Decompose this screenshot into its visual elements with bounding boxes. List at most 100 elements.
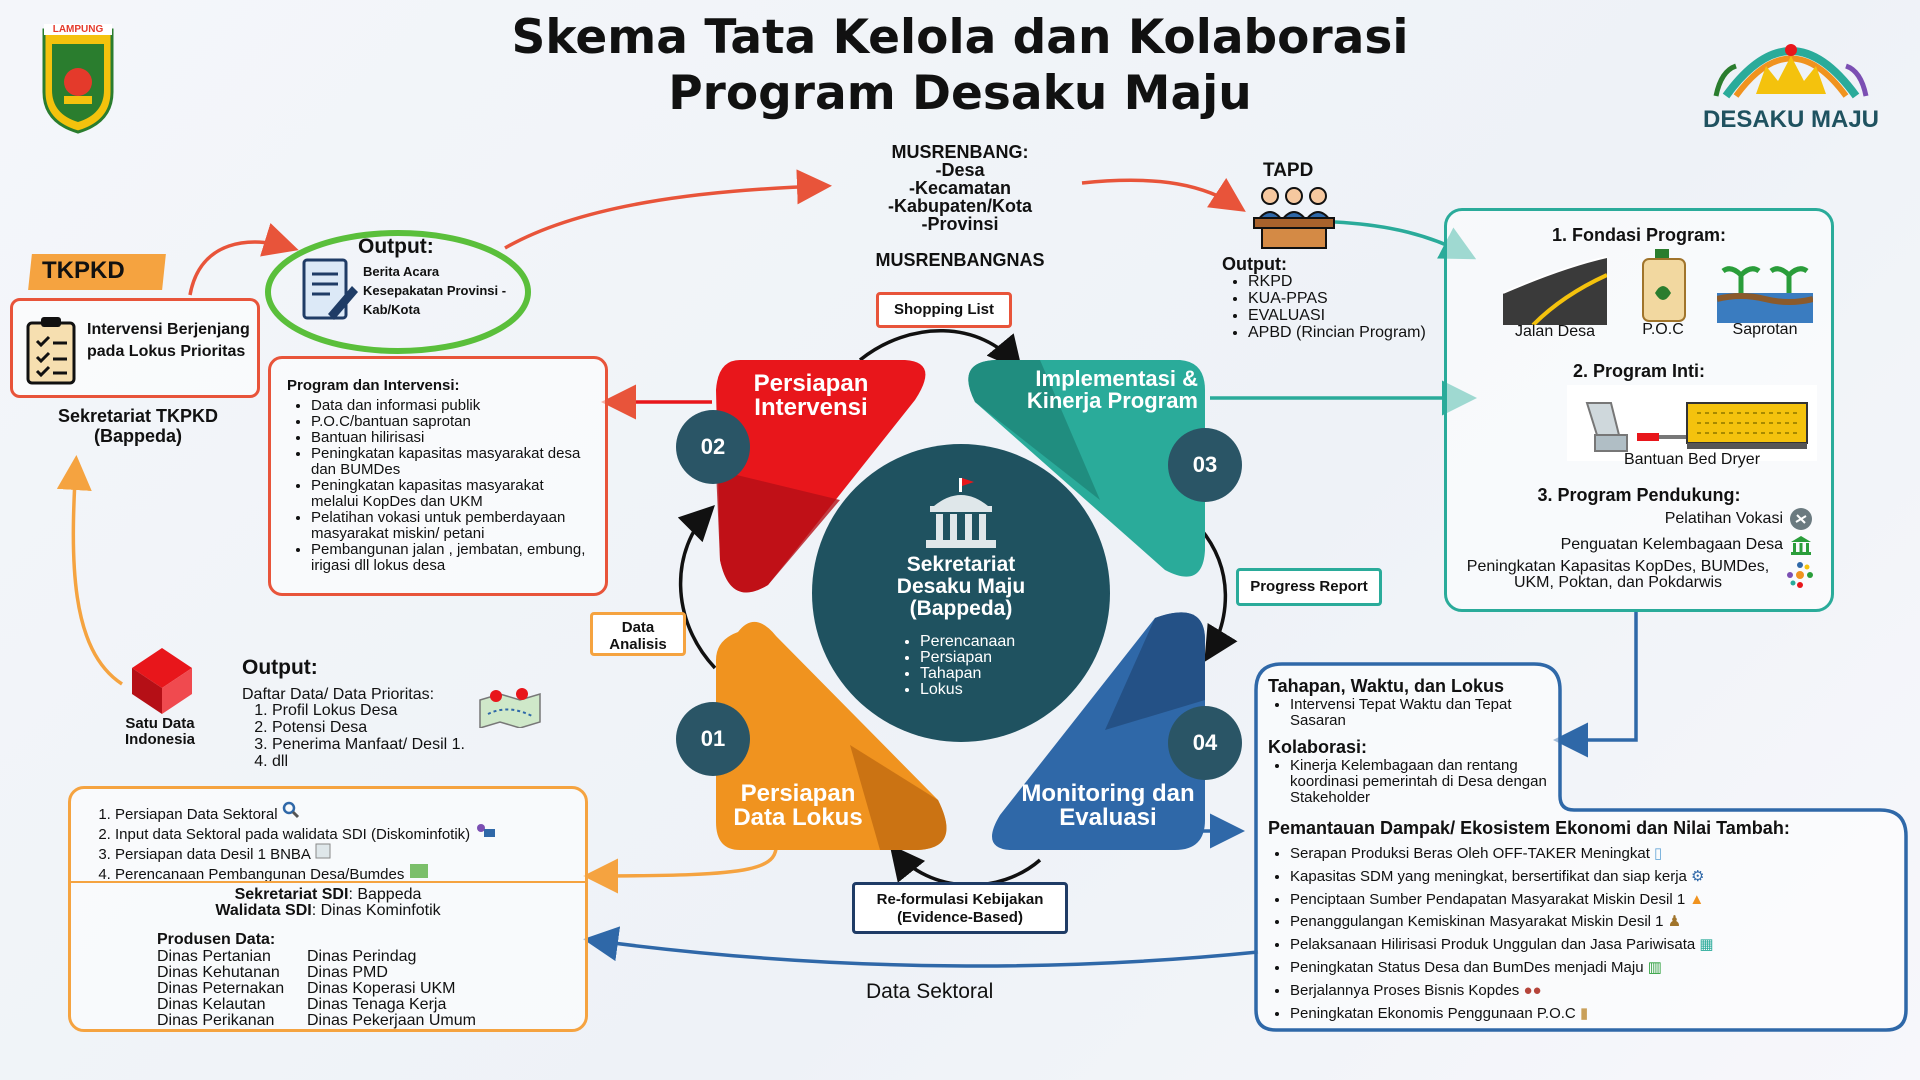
desaku-maju-emblem-icon xyxy=(1713,44,1869,99)
data-sektoral-label: Data Sektoral xyxy=(866,980,994,1003)
pendukung-item: Penguatan Kelembagaan Desa xyxy=(1560,536,1783,553)
dampak-item: Peningkatan Status Desa dan BumDes menja… xyxy=(1290,957,1898,980)
dampak-item: Penanggulangan Kemiskinan Masyarakat Mis… xyxy=(1290,911,1898,934)
sdi-step: Input data Sektoral pada walidata SDI (D… xyxy=(115,823,496,843)
meeting-table-icon xyxy=(1253,187,1335,249)
arrow-musrenbang-tapd xyxy=(1081,178,1246,212)
program-intervensi-item: Pembangunan jalan , jembatan, embung, ir… xyxy=(311,542,591,574)
inti-title: 2. Program Inti: xyxy=(1572,361,1706,381)
musrenbang-item: -Provinsi xyxy=(921,214,999,234)
village-plan-icon xyxy=(409,864,428,878)
output-top-text: Berita Acara Kesepakatan Provinsi - Kab/… xyxy=(363,264,507,317)
fertilizer-jerrycan-icon xyxy=(1642,249,1686,322)
segment-03-label: Implementasi & Kinerja Program xyxy=(1026,366,1198,413)
data-analisis-tag: Data Analisis xyxy=(590,612,686,656)
musrenbangnas: MUSRENBANGNAS xyxy=(875,250,1045,270)
tapd-output-item: EVALUASI xyxy=(1248,307,1462,324)
magnifier-icon xyxy=(282,801,299,819)
institution-icon xyxy=(1791,536,1811,555)
sdi-steps: Persiapan Data Sektoral Input data Sekto… xyxy=(95,801,496,883)
arrow-data-sektoral xyxy=(583,926,1259,968)
program-intervensi-item: Pelatihan vokasi untuk pemberdayaan masy… xyxy=(311,510,591,542)
segment-01-label: Persiapan Data Lokus xyxy=(733,780,863,831)
pendukung-row-kelembagaan: Penguatan Kelembagaan Desa xyxy=(1561,533,1813,557)
cycle-arrow-01-02 xyxy=(677,505,717,670)
output-bottom-item: Potensi Desa xyxy=(272,719,465,736)
program-intervensi-item: P.O.C/bantuan saprotan xyxy=(311,414,591,430)
produsen-item: Dinas Koperasi UKM xyxy=(307,980,456,997)
community-network-icon xyxy=(1787,562,1813,588)
pendukung-row-vokasi: Pelatihan Vokasi xyxy=(1665,507,1813,531)
center-title: Sekretariat Desaku Maju (Bappeda) xyxy=(896,553,1026,620)
program-intervensi-item: Peningkatan kapasitas masyarakat desa da… xyxy=(311,446,591,478)
business-people-icon: ●● xyxy=(1523,981,1542,999)
segment-03-shade xyxy=(968,360,1100,500)
segment-02-shade xyxy=(716,470,840,593)
sdi-step: Persiapan data Desil 1 BNBA xyxy=(115,843,496,863)
fondasi-item: P.O.C xyxy=(1642,321,1684,338)
fondasi-item: Jalan Desa xyxy=(1514,323,1596,340)
sdi-walidata: Walidata SDI: Dinas Kominfotik xyxy=(215,902,441,919)
dampak-item: Peningkatan Ekonomis Penggunaan P.O.C ▮ xyxy=(1290,1003,1898,1026)
output-bottom-list: Profil Lokus Desa Potensi Desa Penerima … xyxy=(252,702,465,770)
musrenbang-item: -Kabupaten/Kota xyxy=(888,196,1032,216)
lampung-logo: LAMPUNG xyxy=(40,22,116,134)
page-title: Skema Tata Kelola dan Kolaborasi Program… xyxy=(511,10,1409,121)
center-items: Perencanaan Persiapan Tahapan Lokus xyxy=(900,634,1015,698)
dampak-item: Pelaksanaan Hilirisasi Produk Unggulan d… xyxy=(1290,934,1898,957)
satu-data-label: Satu Data Indonesia xyxy=(124,715,195,748)
sdi-step: Perencanaan Pembangunan Desa/Bumdes xyxy=(115,863,496,883)
right-bottom-content: Tahapan, Waktu, dan Lokus Intervensi Tep… xyxy=(1268,676,1898,1025)
arrow-output-musrenbang xyxy=(504,169,832,250)
output-bottom-item: Penerima Manfaat/ Desil 1. xyxy=(272,736,465,753)
saprotan-seedling-icon xyxy=(1717,266,1813,323)
segment-02-label: Persiapan Intervensi xyxy=(753,370,869,421)
program-intervensi-item: Data dan informasi publik xyxy=(311,398,591,414)
tapd-output: Output: RKPD KUA-PPAS EVALUASI APBD (Rin… xyxy=(1222,254,1462,341)
desaku-maju-logo: DESAKU MAJU xyxy=(1696,16,1886,136)
tapd-output-title: Output: xyxy=(1222,254,1287,274)
segment-04-label: Monitoring dan Evaluasi xyxy=(1021,780,1195,831)
dampak-item: Serapan Produksi Beras Oleh OFF-TAKER Me… xyxy=(1290,843,1898,866)
dampak-title: Pemantauan Dampak/ Ekosistem Ekonomi dan… xyxy=(1268,818,1790,838)
produsen-col1: Dinas Pertanian Dinas Kehutanan Dinas Pe… xyxy=(157,949,284,1029)
government-building-icon xyxy=(926,478,996,548)
arrow-tkpkd-output xyxy=(188,223,299,296)
program-intervensi-box: Program dan Intervensi: Data dan informa… xyxy=(268,356,608,596)
tkpkd-label-text: TKPKD xyxy=(42,257,125,284)
workforce-icon: ⚙ xyxy=(1691,867,1705,885)
pendukung-item: Pelatihan Vokasi xyxy=(1664,510,1783,527)
segment-01-number: 01 xyxy=(676,702,750,776)
tahapan-item: Intervensi Tepat Waktu dan Tepat Sasaran xyxy=(1290,697,1550,729)
map-pin-icon xyxy=(479,688,541,728)
output-top-ellipse xyxy=(265,230,531,354)
cycle-arrow-03-04 xyxy=(1198,526,1238,662)
produsen-item: Dinas Pertanian xyxy=(157,948,271,965)
center-circle: Sekretariat Desaku Maju (Bappeda) Perenc… xyxy=(812,444,1110,742)
shopping-list-tag: Shopping List xyxy=(876,292,1012,328)
musrenbang-title: MUSRENBANG: xyxy=(891,142,1029,162)
produsen-item: Dinas Tenaga Kerja xyxy=(307,996,447,1013)
lampung-logo-text: LAMPUNG xyxy=(44,24,112,35)
tkpkd-sekretariat: Sekretariat TKPKD (Bappeda) xyxy=(57,406,219,446)
center-item: Tahapan xyxy=(920,666,1015,682)
produsen-item: Dinas Pekerjaan Umum xyxy=(307,1012,476,1029)
produsen-item: Dinas Kehutanan xyxy=(157,964,280,981)
segment-01-shade xyxy=(850,745,947,850)
kolaborasi-title: Kolaborasi: xyxy=(1268,737,1368,757)
fertilizer-bottle-icon: ▮ xyxy=(1579,1004,1589,1022)
center-item: Lokus xyxy=(920,682,1015,698)
output-bottom-intro: Daftar Data/ Data Prioritas: xyxy=(242,686,435,703)
product-tourism-icon: ▦ xyxy=(1699,936,1714,954)
produsen-title: Produsen Data: xyxy=(157,931,276,948)
produsen-item: Dinas Perindag xyxy=(307,948,417,965)
tkpkd-box: Intervensi Berjenjang pada Lokus Priorit… xyxy=(10,298,260,398)
segment-04-shade xyxy=(1105,612,1205,730)
kolaborasi-item: Kinerja Kelembagaan dan rentang koordina… xyxy=(1290,758,1560,806)
pendukung-item: Peningkatan Kapasitas KopDes, BUMDes, UK… xyxy=(1466,558,1770,591)
produsen-item: Dinas Perikanan xyxy=(157,1012,275,1029)
sdi-divider xyxy=(71,881,585,883)
document-pen-icon xyxy=(302,258,358,320)
arrow-satudata-tkpkd xyxy=(56,455,123,686)
